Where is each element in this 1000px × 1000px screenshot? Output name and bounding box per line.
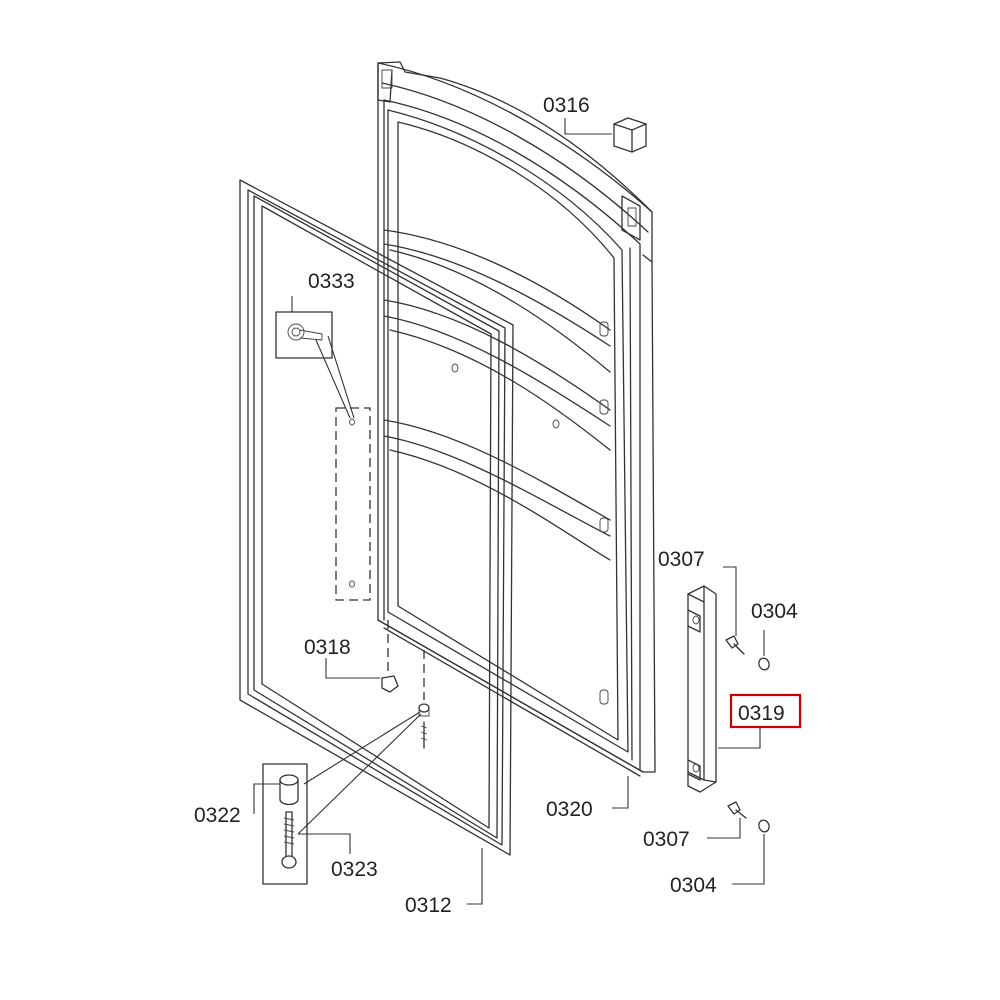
part-0304-caps — [758, 657, 770, 833]
label-0312: 0312 — [405, 894, 452, 917]
label-0323: 0323 — [331, 858, 378, 881]
door-gasket-drawing — [239, 179, 514, 856]
label-0304-bottom: 0304 — [670, 874, 717, 897]
leader-lines — [253, 118, 765, 905]
label-0320: 0320 — [546, 798, 593, 821]
label-0333: 0333 — [308, 270, 355, 293]
part-0318-clip — [381, 620, 399, 693]
label-0318: 0318 — [304, 636, 351, 659]
label-0307-bottom: 0307 — [643, 828, 690, 851]
label-0319: 0319 — [738, 702, 785, 725]
part-0307-screws — [725, 635, 747, 819]
part-0322-0323-hardware — [262, 650, 430, 885]
label-0304-top: 0304 — [751, 600, 798, 623]
highlight-box-0319 — [729, 693, 802, 729]
label-0322: 0322 — [194, 804, 241, 827]
label-0307-top: 0307 — [658, 548, 705, 571]
part-0333-inset — [275, 311, 371, 601]
part-0316-cap — [613, 117, 647, 153]
door-panel-drawing — [377, 61, 656, 777]
label-0316: 0316 — [543, 94, 590, 117]
part-0319-handle — [687, 585, 717, 793]
